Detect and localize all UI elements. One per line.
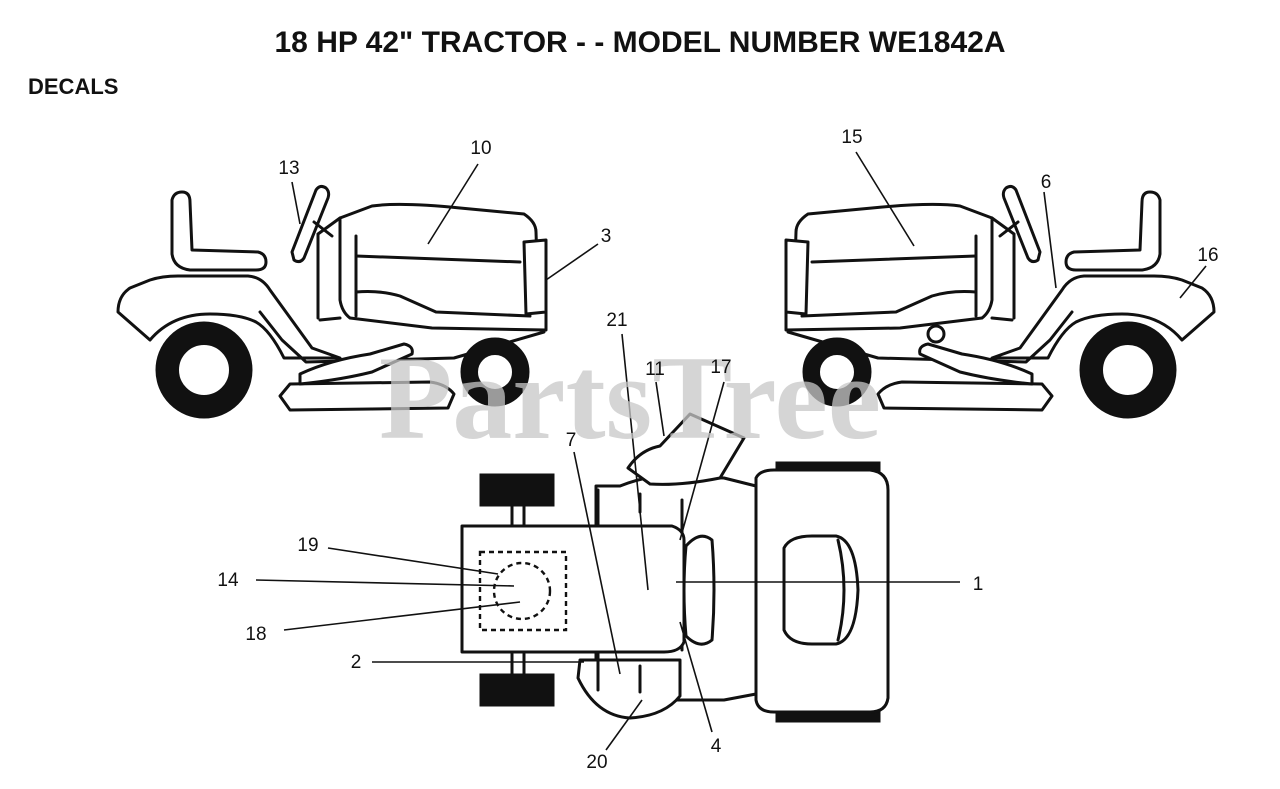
leader-4 bbox=[679, 621, 713, 733]
hood-vent-line bbox=[354, 290, 532, 318]
seat-back bbox=[836, 538, 846, 642]
leader-7 bbox=[573, 451, 621, 675]
callout-15: 15 bbox=[841, 127, 862, 148]
footrest bbox=[576, 658, 682, 720]
callout-14: 14 bbox=[217, 570, 239, 591]
section-heading: DECALS bbox=[28, 74, 119, 99]
page-title: 18 HP 42" TRACTOR - - MODEL NUMBER WE184… bbox=[274, 26, 1006, 59]
grille bbox=[784, 238, 810, 316]
rear-fender bbox=[990, 274, 1216, 360]
rear-fender bbox=[116, 274, 342, 360]
hood-top bbox=[460, 524, 686, 654]
callout-18: 18 bbox=[245, 624, 266, 645]
callout-16: 16 bbox=[1197, 245, 1218, 266]
hood-panel-line bbox=[810, 254, 978, 264]
steering-column bbox=[998, 220, 1020, 238]
leader-10 bbox=[427, 163, 479, 245]
seat-top bbox=[782, 534, 860, 646]
hood bbox=[338, 202, 548, 332]
leader-18 bbox=[283, 601, 521, 631]
callout-10: 10 bbox=[470, 138, 491, 159]
callout-7: 7 bbox=[566, 430, 577, 451]
leader-21 bbox=[621, 333, 649, 591]
leader-13 bbox=[291, 181, 301, 225]
hood bbox=[784, 202, 994, 332]
callout-13: 13 bbox=[278, 158, 299, 179]
steering-wheel bbox=[1001, 184, 1042, 264]
leader-3 bbox=[545, 243, 599, 281]
seat bbox=[170, 190, 268, 272]
mower-deck bbox=[278, 380, 456, 412]
callout-11: 11 bbox=[645, 359, 665, 380]
dash-panel bbox=[990, 216, 1016, 322]
steering-wheel bbox=[290, 184, 331, 264]
callout-1: 1 bbox=[973, 574, 984, 595]
dashed-decal-area bbox=[478, 550, 568, 632]
front-left-tire bbox=[479, 473, 555, 507]
grille bbox=[522, 238, 548, 316]
callout-21: 21 bbox=[606, 310, 627, 331]
front-right-tire bbox=[479, 673, 555, 707]
tractor-left-side-view bbox=[116, 184, 548, 419]
callout-labels: 10 13 3 15 6 16 21 11 17 7 19 14 18 1 2 … bbox=[217, 127, 1218, 773]
steering-column bbox=[312, 220, 334, 238]
front-wheel-hub bbox=[476, 353, 514, 391]
leader-11 bbox=[655, 381, 665, 437]
rear-wheel-hub bbox=[1101, 343, 1155, 397]
callout-3: 3 bbox=[601, 226, 612, 247]
seat bbox=[1064, 190, 1162, 272]
watermark: PartsTree bbox=[379, 331, 881, 464]
callout-19: 19 bbox=[297, 535, 318, 556]
callout-17: 17 bbox=[710, 357, 731, 378]
leader-14 bbox=[255, 579, 515, 587]
mower-deck bbox=[876, 380, 1054, 412]
leader-lines bbox=[255, 151, 1207, 751]
dash-decal-panel bbox=[626, 412, 746, 486]
hood-vent-line bbox=[800, 290, 978, 318]
steering-hoop bbox=[682, 534, 716, 646]
dashed-decal-circle bbox=[492, 561, 552, 621]
leader-16 bbox=[1179, 265, 1207, 299]
lift-knob bbox=[926, 324, 946, 344]
callout-4: 4 bbox=[711, 736, 722, 757]
callout-20: 20 bbox=[586, 752, 607, 773]
hood-panel-line bbox=[354, 254, 522, 264]
dash-panel bbox=[316, 216, 342, 322]
leader-17 bbox=[679, 381, 725, 541]
rear-wheel-hub bbox=[177, 343, 231, 397]
callout-6: 6 bbox=[1041, 172, 1052, 193]
leader-19 bbox=[327, 547, 499, 575]
tractor-right-side-view bbox=[784, 184, 1216, 419]
leader-15 bbox=[855, 151, 915, 247]
deck-arm bbox=[918, 342, 1034, 386]
leader-20 bbox=[605, 699, 643, 751]
front-axle-stub bbox=[510, 504, 526, 676]
front-wheel-hub bbox=[818, 353, 856, 391]
leader-6 bbox=[1043, 191, 1057, 289]
callout-2: 2 bbox=[351, 652, 362, 673]
deck-arm bbox=[298, 342, 414, 386]
tractor-top-view bbox=[460, 412, 890, 723]
